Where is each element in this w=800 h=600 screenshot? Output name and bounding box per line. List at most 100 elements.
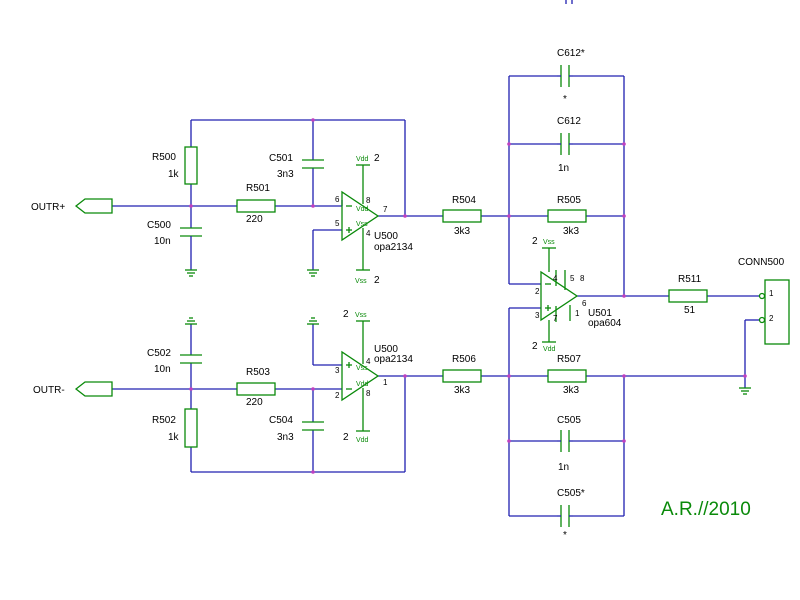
capacitor-c505: C505 1n bbox=[557, 415, 581, 473]
resistor-value: 3k3 bbox=[454, 385, 471, 396]
pin-number: 3 bbox=[535, 311, 540, 320]
capacitor-ref: C505* bbox=[557, 488, 585, 499]
connector-conn500: CONN500 1 2 bbox=[738, 257, 790, 345]
resistor-value: 3k3 bbox=[563, 226, 580, 237]
capacitor-ref: C505 bbox=[557, 415, 581, 426]
pin-number: 5 bbox=[335, 219, 340, 228]
power-pin-number: 2 bbox=[374, 153, 380, 164]
resistor-ref: R504 bbox=[452, 195, 476, 206]
ground-icon bbox=[307, 317, 319, 325]
resistor-value: 1k bbox=[168, 432, 180, 443]
resistor-value: 3k3 bbox=[563, 385, 580, 396]
pin-number: 5 bbox=[570, 274, 575, 283]
resistor-r506: R506 3k3 bbox=[442, 354, 482, 396]
capacitor-c502: C502 10n bbox=[147, 348, 202, 375]
opamp-u501: Vss 2 Vdd 2 2 3 4 5 8 7 1 6 U501 opa604 bbox=[532, 236, 622, 353]
capacitor-value: 3n3 bbox=[277, 169, 294, 180]
capacitor-ref: C612* bbox=[557, 48, 585, 59]
pin-number: 7 bbox=[553, 314, 558, 323]
input-port-outr-plus: OUTR+ bbox=[31, 198, 113, 214]
connector-pin-2: 2 bbox=[769, 314, 774, 323]
capacitor-value: * bbox=[563, 94, 567, 105]
capacitor-value: 1n bbox=[558, 462, 569, 473]
resistor-r500: R500 1k bbox=[152, 146, 198, 185]
opamp-u500-bottom: Vss Vdd Vss 2 Vdd 2 3 2 4 8 1 U500 opa21… bbox=[335, 309, 413, 444]
power-pin-number: 2 bbox=[343, 309, 349, 320]
power-label-vss: Vss bbox=[355, 278, 367, 285]
resistor-ref: R500 bbox=[152, 152, 176, 163]
capacitor-value: 1n bbox=[558, 163, 569, 174]
author-signature: A.R.//2010 bbox=[661, 499, 751, 520]
resistor-r503: R503 220 bbox=[236, 367, 276, 408]
resistor-value: 3k3 bbox=[454, 226, 471, 237]
pin-number: 8 bbox=[366, 389, 371, 398]
pin-number: 2 bbox=[535, 287, 540, 296]
pin-number: 4 bbox=[553, 274, 558, 283]
pin-number: 8 bbox=[366, 196, 371, 205]
opamp-u500-top: Vdd Vss Vdd 2 Vss 2 6 5 8 4 7 U500 opa21… bbox=[335, 153, 413, 286]
capacitor-c501: C501 3n3 bbox=[269, 153, 324, 180]
power-label-vss: Vss bbox=[355, 312, 367, 319]
power-pin-number: 2 bbox=[532, 341, 538, 352]
capacitor-value: 10n bbox=[154, 236, 171, 247]
resistor-r502: R502 1k bbox=[152, 408, 198, 448]
connector-ref: CONN500 bbox=[738, 257, 785, 268]
pin-number: 6 bbox=[582, 299, 587, 308]
resistor-r504: R504 3k3 bbox=[442, 195, 482, 237]
resistor-ref: R511 bbox=[678, 274, 702, 285]
opamp-part: opa2134 bbox=[374, 354, 413, 365]
pin-number: 7 bbox=[383, 205, 388, 214]
pin-number: 8 bbox=[580, 274, 585, 283]
input-label-outr-plus: OUTR+ bbox=[31, 202, 65, 213]
resistor-ref: R503 bbox=[246, 367, 270, 378]
capacitor-ref: C612 bbox=[557, 116, 581, 127]
resistor-value: 51 bbox=[684, 305, 696, 316]
resistor-value: 220 bbox=[246, 214, 263, 225]
power-label-vdd: Vdd bbox=[543, 346, 556, 353]
resistor-value: 220 bbox=[246, 397, 263, 408]
power-pin-number: 2 bbox=[532, 236, 538, 247]
opamp-part: opa604 bbox=[588, 318, 622, 329]
pin-number: 4 bbox=[366, 357, 371, 366]
pin-number: 1 bbox=[383, 378, 388, 387]
resistor-ref: R506 bbox=[452, 354, 476, 365]
ground-symbols bbox=[185, 269, 751, 395]
resistor-r511: R511 51 bbox=[668, 274, 708, 316]
pin-number: 3 bbox=[335, 366, 340, 375]
power-pin-number: 2 bbox=[343, 432, 349, 443]
pin-number: 4 bbox=[366, 229, 371, 238]
capacitor-ref: C504 bbox=[269, 415, 293, 426]
capacitor-c500: C500 10n bbox=[147, 220, 202, 247]
resistor-value: 1k bbox=[168, 169, 180, 180]
opamp-ref: U501 bbox=[588, 308, 612, 319]
opamp-part: opa2134 bbox=[374, 242, 413, 253]
ground-icon bbox=[307, 269, 319, 277]
resistor-r507: R507 3k3 bbox=[547, 354, 587, 396]
opamp-pin-label-vdd: Vdd bbox=[356, 206, 369, 213]
ground-icon bbox=[185, 269, 197, 277]
power-label-vss: Vss bbox=[543, 239, 555, 246]
opamp-ref: U500 bbox=[374, 231, 398, 242]
capacitor-ref: C500 bbox=[147, 220, 171, 231]
capacitor-c504: C504 3n3 bbox=[269, 415, 324, 443]
power-label-vdd: Vdd bbox=[356, 437, 369, 444]
power-pin-number: 2 bbox=[374, 275, 380, 286]
capacitor-c612: C612 1n bbox=[557, 116, 581, 174]
opamp-ref: U500 bbox=[374, 344, 398, 355]
ground-icon bbox=[739, 387, 751, 395]
pin-number: 2 bbox=[335, 391, 340, 400]
opamp-pin-label-vss: Vss bbox=[356, 221, 368, 228]
resistor-r501: R501 220 bbox=[236, 183, 276, 225]
input-label-outr-minus: OUTR- bbox=[33, 385, 65, 396]
junctions bbox=[189, 118, 747, 474]
capacitor-c612-star: C612* * bbox=[557, 48, 585, 105]
capacitor-value: * bbox=[563, 530, 567, 541]
ground-icon bbox=[185, 317, 197, 325]
pin-number: 1 bbox=[575, 309, 580, 318]
resistor-ref: R507 bbox=[557, 354, 581, 365]
power-label-vdd: Vdd bbox=[356, 156, 369, 163]
resistor-ref: R505 bbox=[557, 195, 581, 206]
capacitor-value: 10n bbox=[154, 364, 171, 375]
resistor-ref: R502 bbox=[152, 415, 176, 426]
